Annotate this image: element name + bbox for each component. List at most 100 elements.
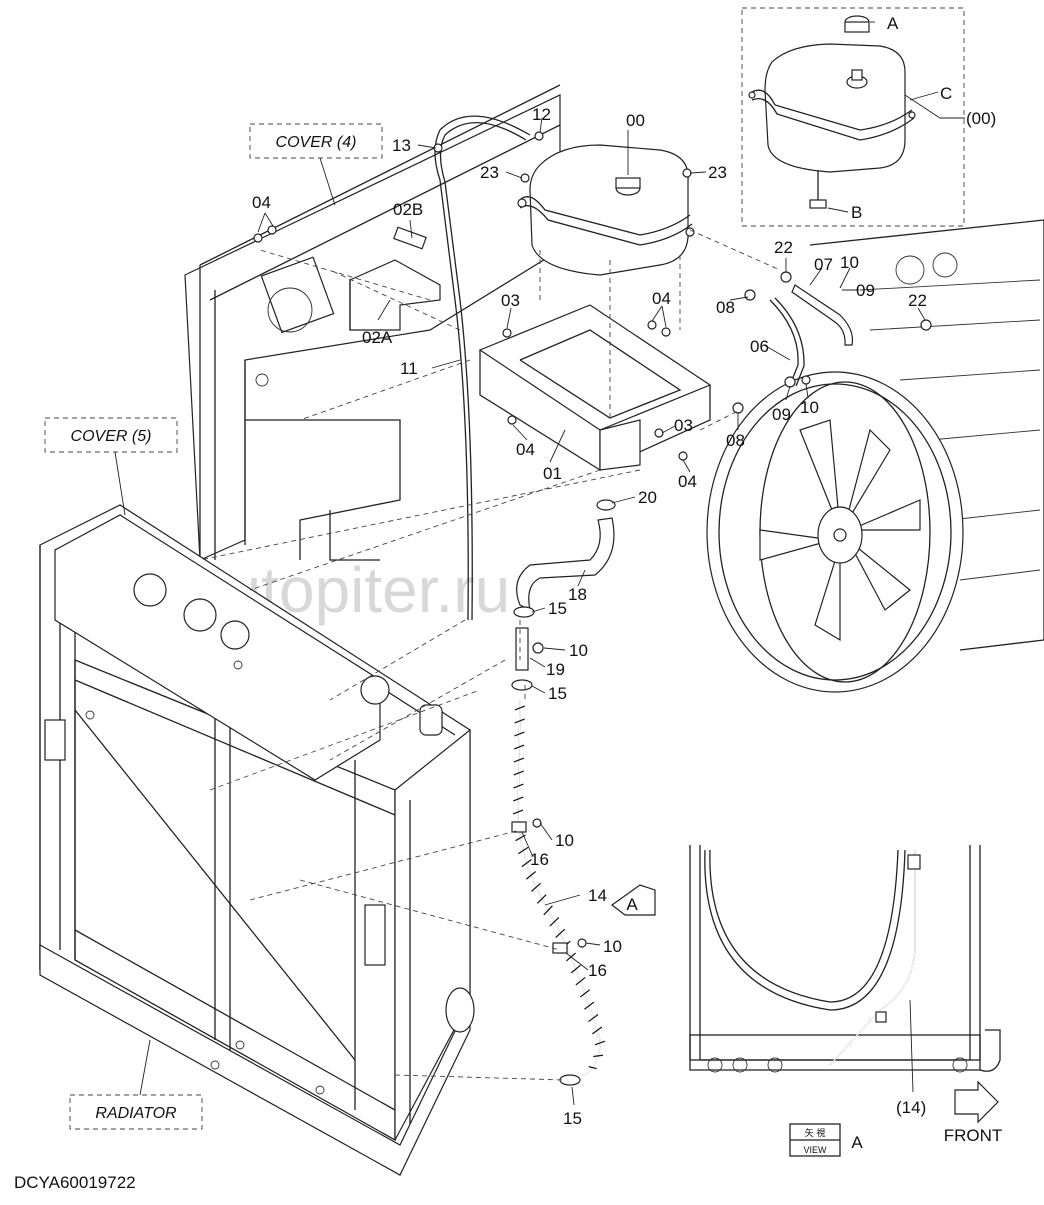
spiral-band xyxy=(555,928,566,938)
spiral-band xyxy=(579,989,591,998)
hose-18 xyxy=(513,499,616,618)
spiral-band xyxy=(592,1026,603,1035)
part-02B: 02B xyxy=(393,200,423,219)
spiral-band xyxy=(593,1054,604,1058)
spiral-band xyxy=(570,964,581,974)
overflow-tube-inner xyxy=(439,122,527,621)
drawing-id: DCYA60019722 xyxy=(14,1173,136,1192)
part-18: 18 xyxy=(568,585,587,604)
part-08-a: 08 xyxy=(716,298,735,317)
part-14: 14 xyxy=(588,886,607,905)
spiral-band xyxy=(575,976,586,986)
part-09-b: 09 xyxy=(772,405,791,424)
assembly-lines xyxy=(199,229,781,1081)
part-06: 06 xyxy=(750,337,769,356)
view-letter: A xyxy=(851,1133,863,1152)
cover4-label-box: COVER (4) xyxy=(249,123,383,206)
part-13: 13 xyxy=(392,136,411,155)
spiral-band xyxy=(513,744,525,750)
view-kanji: 矢 視 xyxy=(805,1127,826,1138)
spiral-band xyxy=(536,894,547,904)
part-10-c: 10 xyxy=(569,641,588,660)
part-04-b: 04 xyxy=(652,289,671,308)
view-a-legend: 矢 視 VIEW A xyxy=(789,1123,863,1157)
part-10-e: 10 xyxy=(603,937,622,956)
part-12: 12 xyxy=(532,105,551,124)
spiral-band xyxy=(514,705,526,711)
part-16-b: 16 xyxy=(588,961,607,980)
radiator-label: RADIATOR xyxy=(95,1105,177,1122)
part-02A: 02A xyxy=(362,328,393,347)
part-04-c: 04 xyxy=(516,440,535,459)
part-07: 07 xyxy=(814,255,833,274)
part-20: 20 xyxy=(638,488,657,507)
part-04-a: 04 xyxy=(252,193,271,212)
cover5-label-box: COVER (5) xyxy=(44,417,178,516)
inset-label-c: C xyxy=(940,84,952,103)
part-15-b: 15 xyxy=(548,684,567,703)
view-arrow-letter: A xyxy=(626,895,638,914)
part-08-b: 08 xyxy=(726,431,745,450)
spiral-band xyxy=(588,1066,597,1070)
part-23-b: 23 xyxy=(708,163,727,182)
front-arrow: FRONT xyxy=(944,1080,1003,1145)
spiral-band xyxy=(588,1014,599,1023)
view-text: VIEW xyxy=(803,1145,827,1155)
part-03-b: 03 xyxy=(674,416,693,435)
spiral-band xyxy=(514,731,525,737)
cover4-label: COVER (4) xyxy=(276,134,357,151)
part-10-a: 10 xyxy=(840,253,859,272)
part-11: 11 xyxy=(400,359,418,378)
part-15-c: 15 xyxy=(563,1109,582,1128)
bolts xyxy=(253,131,692,948)
part-23-a: 23 xyxy=(480,163,499,182)
cover5-label: COVER (5) xyxy=(71,428,152,445)
part-09-a: 09 xyxy=(856,281,875,300)
fan-and-engine xyxy=(706,219,1044,693)
part-16-a: 16 xyxy=(530,850,549,869)
part-03-a: 03 xyxy=(501,291,520,310)
spiral-band xyxy=(513,770,524,776)
coolant-reserve-tank xyxy=(517,144,695,276)
radiator-label-box: RADIATOR xyxy=(69,1039,203,1130)
spiral-band xyxy=(512,809,524,815)
spiral-band xyxy=(594,1040,606,1046)
inset-label-b: B xyxy=(851,203,862,222)
callouts: 00 (00) 01 02A 02B 03 03 04 04 04 04 06 … xyxy=(252,14,996,1128)
part-15-a: 15 xyxy=(548,599,567,618)
spiral-band xyxy=(584,1001,595,1010)
part-19: 19 xyxy=(546,660,565,679)
spiral-band xyxy=(549,916,560,927)
spiral-band xyxy=(513,757,525,763)
part-00: 00 xyxy=(626,111,645,130)
tank-bracket xyxy=(478,304,712,472)
inset-label-a: A xyxy=(887,14,899,33)
part-22-b: 22 xyxy=(908,291,927,310)
part-22-a: 22 xyxy=(774,238,793,257)
spiral-band xyxy=(514,718,525,724)
spiral-band xyxy=(517,846,529,855)
cover-bracket-02 xyxy=(349,226,441,331)
spiral-band xyxy=(525,871,537,880)
overflow-tube xyxy=(434,115,531,621)
spiral-band xyxy=(543,905,553,916)
part-01: 01 xyxy=(543,464,562,483)
inset-tank-assembly xyxy=(741,7,965,227)
spiral-band xyxy=(513,783,524,789)
spiral-band xyxy=(531,882,542,892)
part-10-d: 10 xyxy=(555,831,574,850)
hose-07 xyxy=(791,284,854,346)
front-label: FRONT xyxy=(944,1126,1003,1145)
radiator-assembly xyxy=(39,504,475,1176)
inset-view-a xyxy=(689,845,1001,1073)
spiral-band xyxy=(513,796,524,802)
spiral-band xyxy=(521,859,532,868)
view-arrow-a: A xyxy=(610,884,656,916)
hose-06 xyxy=(769,299,799,386)
joint-19 xyxy=(511,627,544,691)
part-10-b: 10 xyxy=(800,398,819,417)
part-14-paren: (14) xyxy=(896,1098,926,1117)
part-00-paren: (00) xyxy=(966,109,996,128)
